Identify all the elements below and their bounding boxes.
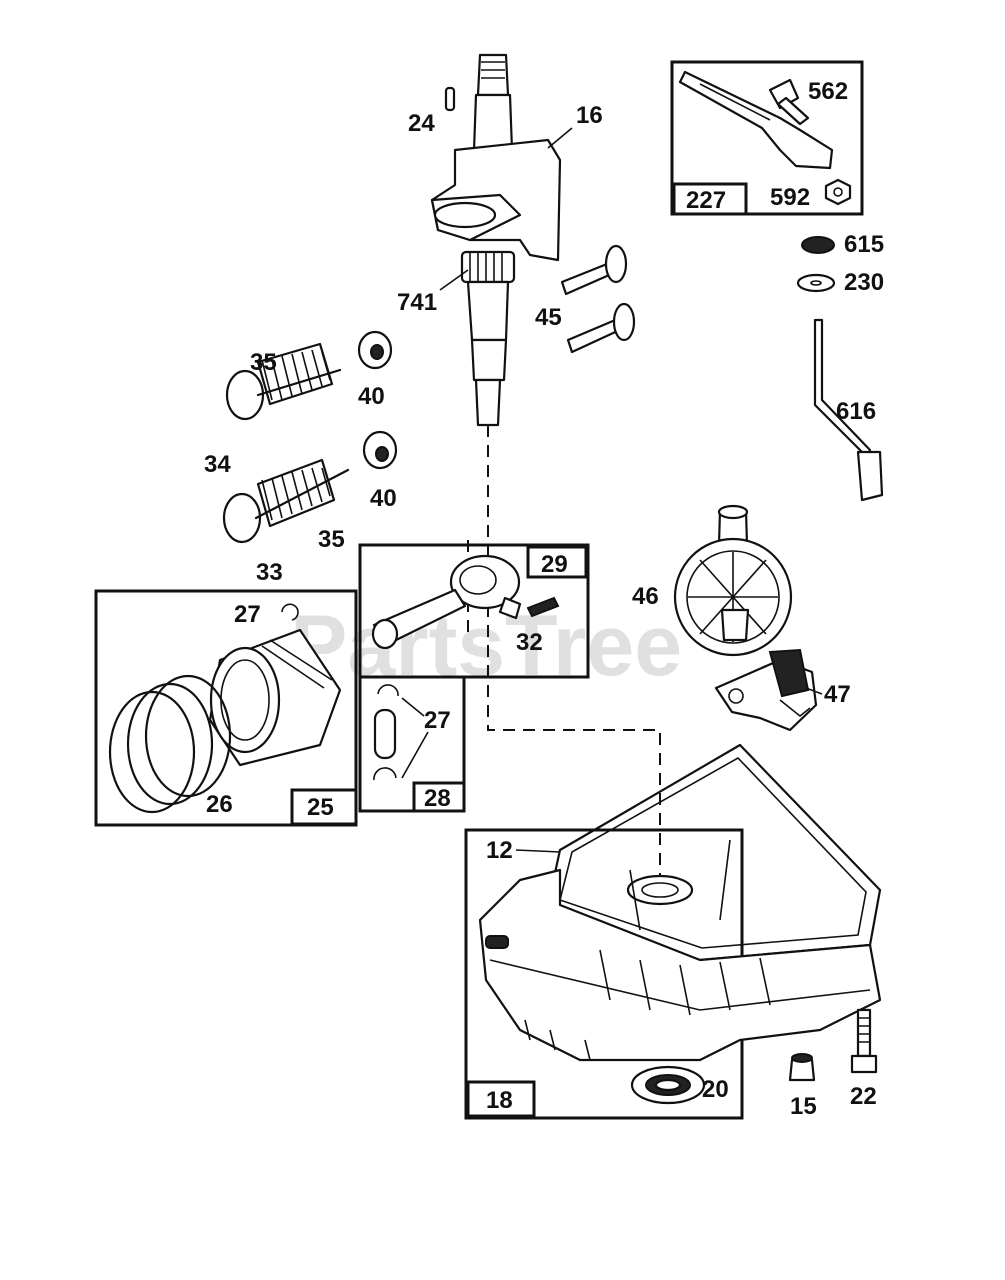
label-24: 24 [408, 110, 435, 137]
tag-18 [466, 1080, 536, 1118]
connecting-rod-part [371, 554, 560, 650]
oil-seal-part [630, 1065, 706, 1105]
label-230: 230 [844, 269, 884, 296]
label-32: 32 [516, 629, 543, 656]
label-15: 15 [790, 1093, 817, 1120]
piston-pin-part [373, 684, 429, 781]
tag-29 [526, 545, 588, 579]
valve-spring-parts [222, 330, 398, 544]
label-616: 616 [836, 398, 876, 425]
governor-shaft-parts [796, 236, 884, 502]
tag-25 [290, 788, 358, 826]
engine-sump-part [478, 743, 882, 1062]
label-28: 28 [424, 785, 451, 812]
label-46: 46 [632, 583, 659, 610]
label-26: 26 [206, 791, 233, 818]
label-18: 18 [486, 1087, 513, 1114]
label-27-piston: 27 [234, 601, 261, 628]
label-33: 33 [256, 559, 283, 586]
kit-box-25 [94, 589, 358, 827]
governor-bracket-part [678, 70, 852, 206]
label-27-pin: 27 [424, 707, 451, 734]
kit-box-29 [358, 543, 590, 679]
drain-plug-part [788, 1053, 816, 1082]
label-22: 22 [850, 1083, 877, 1110]
label-25: 25 [307, 794, 334, 821]
label-592: 592 [770, 184, 810, 211]
tag-227 [672, 182, 748, 216]
crankshaft-part [430, 53, 562, 427]
label-741: 741 [397, 289, 437, 316]
label-615: 615 [844, 231, 884, 258]
label-29: 29 [541, 551, 568, 578]
alignment-line [487, 425, 661, 900]
label-40-upper: 40 [358, 383, 385, 410]
camshaft-gear-part [673, 504, 793, 657]
label-35-upper: 35 [250, 349, 277, 376]
label-12: 12 [486, 837, 513, 864]
label-34: 34 [204, 451, 231, 478]
label-45: 45 [535, 304, 562, 331]
label-562: 562 [808, 78, 848, 105]
kit-box-28 [358, 675, 466, 813]
label-16: 16 [576, 102, 603, 129]
governor-part [714, 648, 818, 732]
label-20: 20 [702, 1076, 729, 1103]
piston-rings-part [108, 674, 232, 814]
kit-box-227 [670, 60, 864, 216]
tag-28 [412, 781, 466, 813]
watermark: PartsTree [290, 598, 682, 694]
label-40-lower: 40 [370, 485, 397, 512]
label-47: 47 [824, 681, 851, 708]
sump-bolt-part [850, 1008, 878, 1074]
tappet-part [560, 244, 636, 354]
label-35-lower: 35 [318, 526, 345, 553]
piston-part [208, 603, 342, 767]
label-227: 227 [686, 187, 726, 214]
